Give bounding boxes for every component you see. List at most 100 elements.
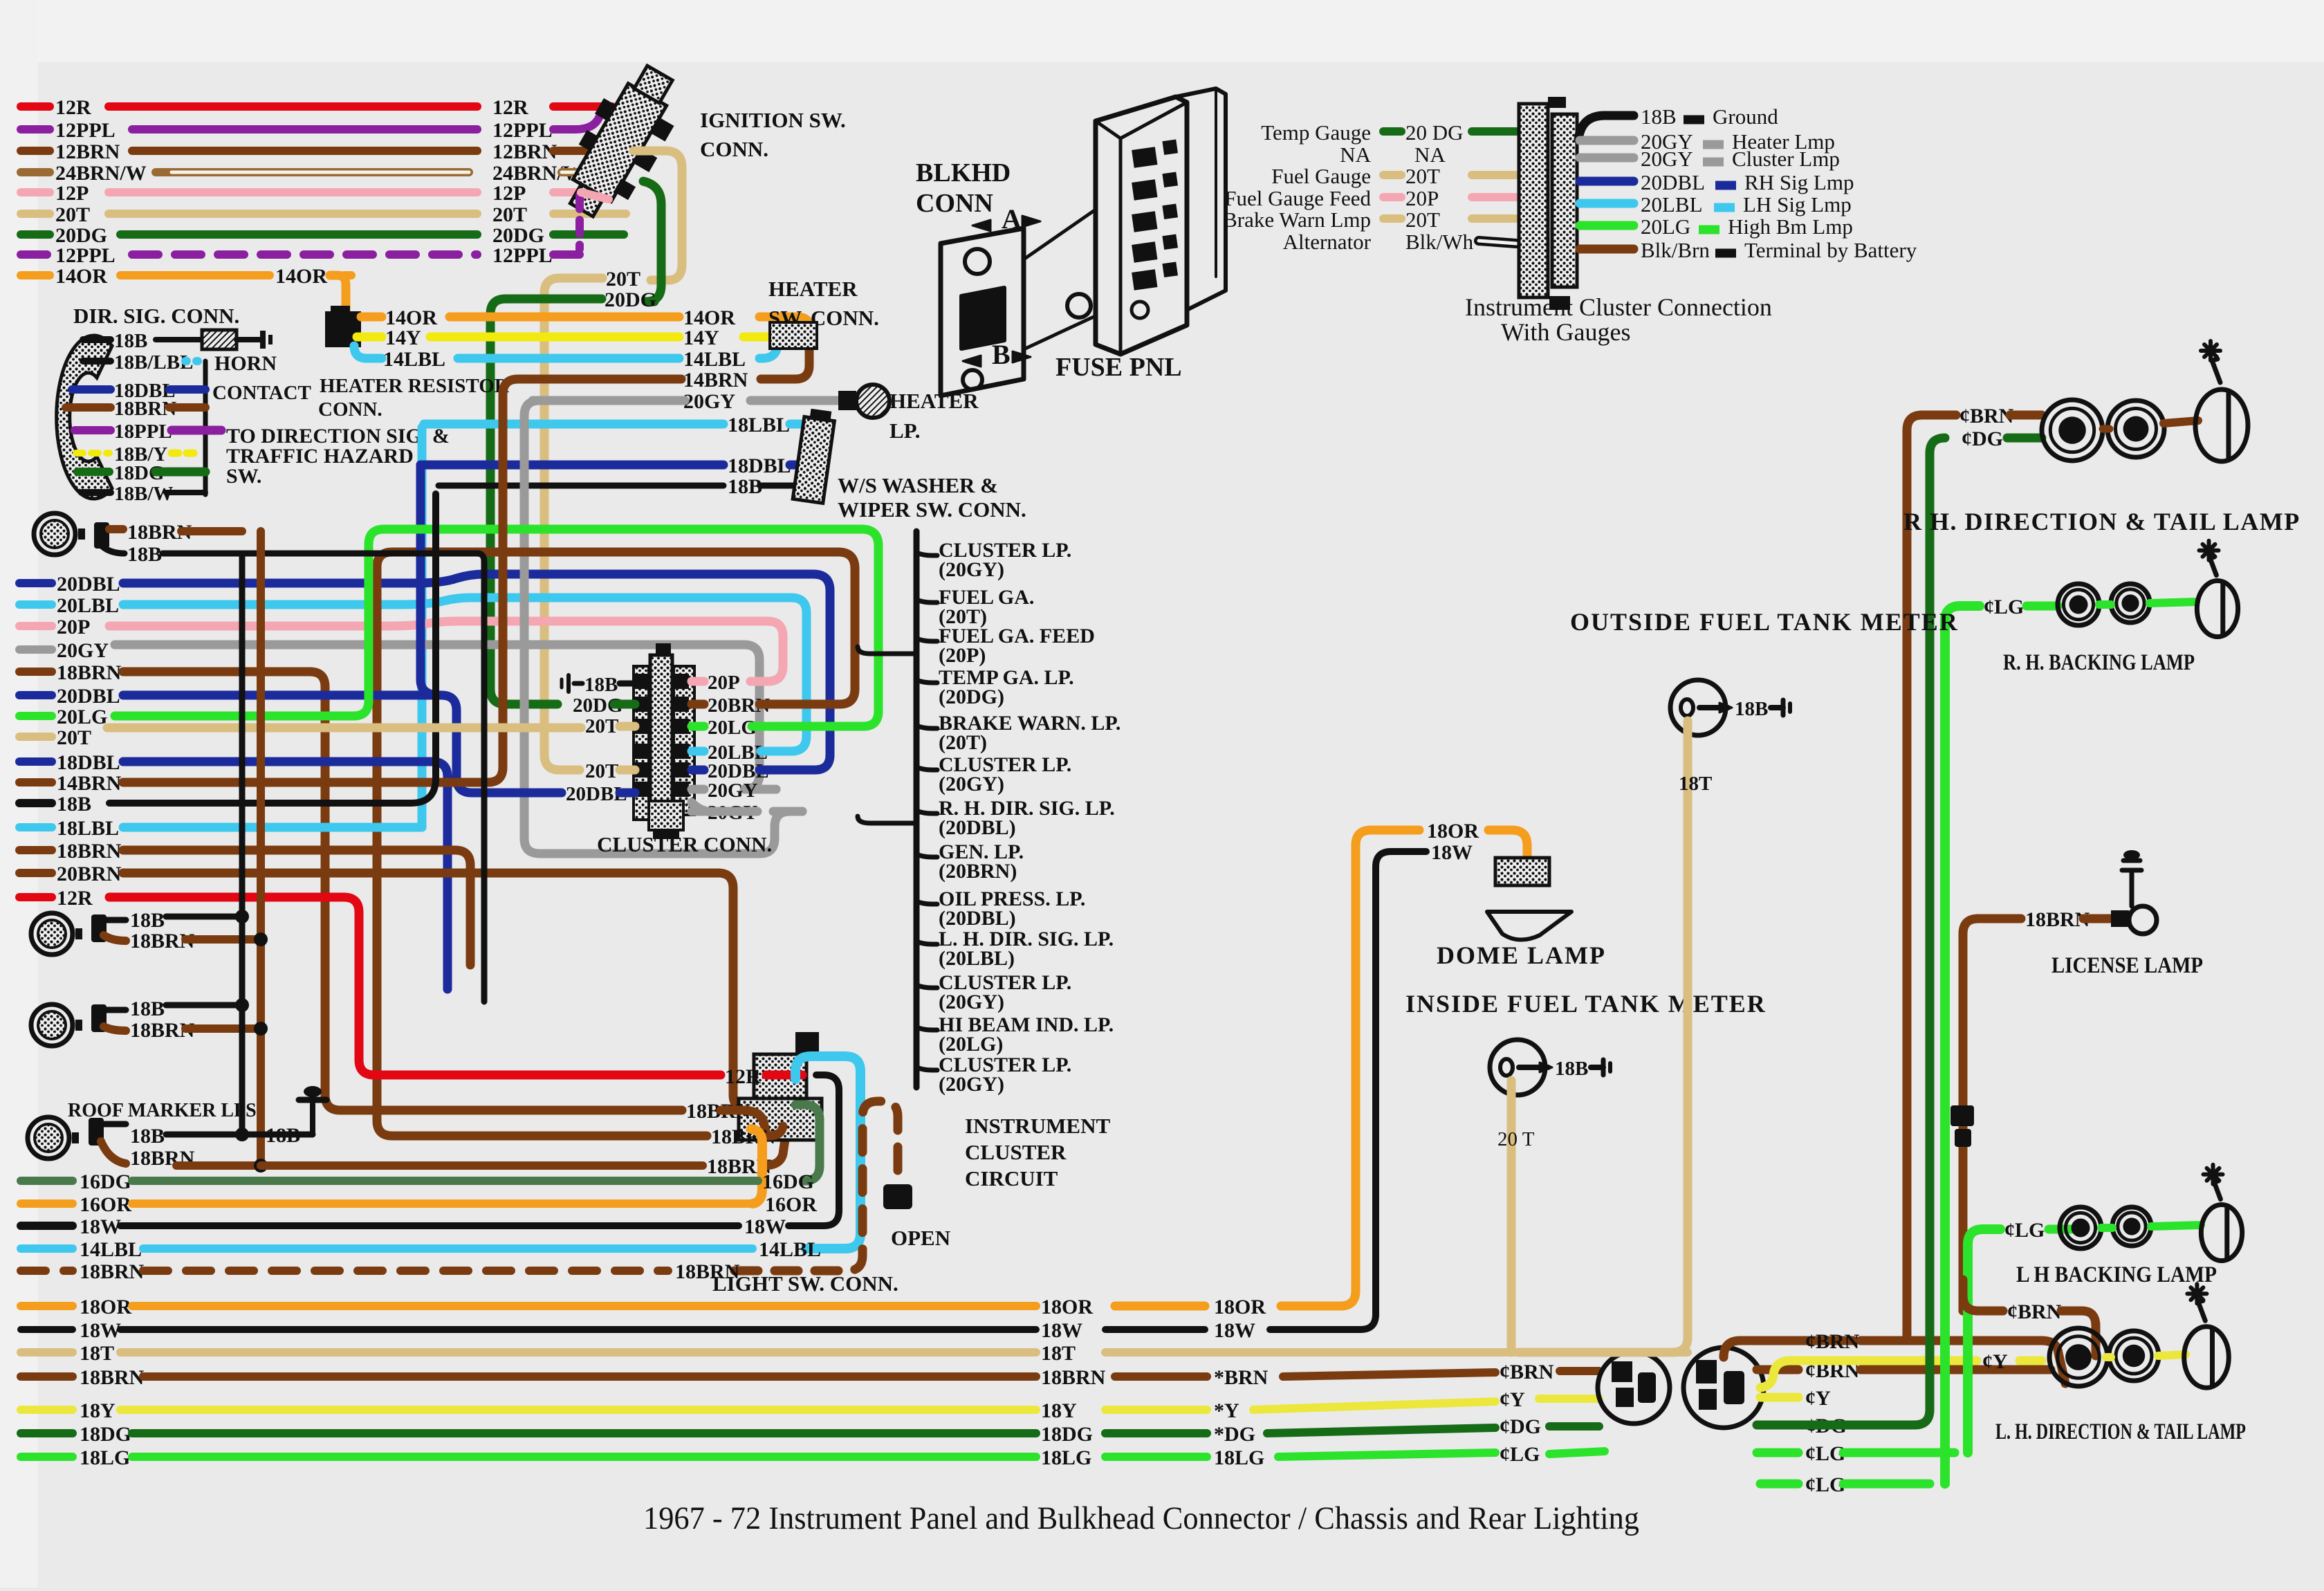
svg-text:HI BEAM IND. LP.: HI BEAM IND. LP.	[939, 1013, 1114, 1036]
svg-text:18B: 18B	[1735, 698, 1768, 720]
svg-text:12PPL: 12PPL	[492, 244, 553, 267]
svg-text:12P: 12P	[492, 182, 526, 205]
svg-text:16DG: 16DG	[762, 1170, 814, 1193]
svg-text:12R: 12R	[725, 1065, 761, 1088]
svg-text:20LBL: 20LBL	[57, 594, 119, 617]
svg-text:OIL PRESS. LP.: OIL PRESS. LP.	[939, 888, 1085, 910]
svg-text:20DG: 20DG	[55, 224, 107, 247]
svg-text:20DBL: 20DBL	[1641, 170, 1705, 194]
svg-text:20 T: 20 T	[1497, 1128, 1535, 1150]
svg-text:IGNITION SW.: IGNITION SW.	[700, 108, 846, 132]
svg-text:20 DG: 20 DG	[1405, 120, 1464, 145]
svg-text:20DG: 20DG	[605, 288, 656, 311]
svg-text:(20DBL): (20DBL)	[939, 816, 1016, 839]
svg-text:18B: 18B	[130, 997, 165, 1020]
svg-text:14OR: 14OR	[385, 306, 437, 329]
svg-text:¢LG: ¢LG	[1984, 596, 2024, 618]
svg-text:12PPL: 12PPL	[492, 119, 553, 142]
svg-text:18B: 18B	[584, 674, 618, 696]
svg-text:Cluster Lmp: Cluster Lmp	[1732, 147, 1840, 171]
svg-text:¢DG: ¢DG	[1500, 1415, 1541, 1438]
svg-text:18T: 18T	[80, 1342, 114, 1365]
svg-text:WIPER SW. CONN.: WIPER SW. CONN.	[838, 497, 1026, 522]
svg-text:¢LG: ¢LG	[2004, 1219, 2045, 1242]
svg-text:12R: 12R	[492, 96, 528, 119]
svg-text:20DBL: 20DBL	[57, 685, 120, 708]
svg-text:TO DIRECTION SIG. &: TO DIRECTION SIG. &	[226, 425, 450, 448]
svg-text:NA: NA	[1340, 142, 1371, 167]
svg-text:OPEN: OPEN	[891, 1226, 950, 1250]
svg-text:18DBL: 18DBL	[114, 380, 176, 402]
svg-text:(20BRN): (20BRN)	[939, 860, 1017, 883]
svg-text:18W: 18W	[1041, 1319, 1082, 1342]
svg-text:(20LBL): (20LBL)	[939, 947, 1015, 970]
svg-text:LICENSE LAMP: LICENSE LAMP	[2051, 953, 2203, 978]
svg-text:12BRN: 12BRN	[55, 140, 120, 163]
svg-text:¢Y: ¢Y	[1805, 1387, 1831, 1410]
svg-text:14BRN: 14BRN	[683, 369, 748, 392]
svg-text:20DG: 20DG	[492, 224, 544, 247]
svg-text:14BRN: 14BRN	[57, 772, 122, 795]
svg-text:18B: 18B	[57, 793, 91, 816]
svg-text:L H BACKING LAMP: L H BACKING LAMP	[2016, 1262, 2217, 1287]
svg-text:16DG: 16DG	[80, 1170, 131, 1193]
svg-text:20BRN: 20BRN	[57, 863, 122, 885]
svg-text:Terminal by Battery: Terminal by Battery	[1744, 238, 1917, 262]
svg-text:14LBL: 14LBL	[383, 348, 445, 371]
svg-text:BRAKE WARN. LP.: BRAKE WARN. LP.	[939, 712, 1120, 735]
svg-text:(20LG): (20LG)	[939, 1033, 1003, 1056]
svg-text:L. H. DIR. SIG. LP.: L. H. DIR. SIG. LP.	[939, 928, 1114, 950]
svg-text:Temp Gauge: Temp Gauge	[1261, 120, 1371, 145]
svg-text:With Gauges: With Gauges	[1501, 318, 1631, 346]
svg-text:20LG: 20LG	[57, 706, 107, 728]
svg-text:R H. DIRECTION & TAIL LAMP: R H. DIRECTION & TAIL LAMP	[1903, 508, 2300, 535]
svg-text:18B/W: 18B/W	[114, 483, 173, 505]
svg-text:18BRN: 18BRN	[1041, 1366, 1106, 1389]
svg-text:18W: 18W	[1214, 1319, 1255, 1342]
svg-text:18B: 18B	[1641, 104, 1677, 129]
svg-text:18LBL: 18LBL	[728, 414, 790, 436]
svg-text:HORN: HORN	[214, 352, 277, 375]
svg-text:16OR: 16OR	[765, 1193, 817, 1216]
svg-text:18W: 18W	[744, 1215, 786, 1238]
svg-text:20P: 20P	[57, 616, 90, 638]
svg-text:20T: 20T	[1405, 164, 1440, 188]
svg-text:R. H. DIR. SIG. LP.: R. H. DIR. SIG. LP.	[939, 797, 1115, 820]
svg-text:20P: 20P	[708, 672, 740, 694]
svg-text:CLUSTER LP.: CLUSTER LP.	[939, 539, 1071, 562]
svg-text:B: B	[992, 339, 1011, 370]
svg-text:GEN. LP.: GEN. LP.	[939, 840, 1024, 863]
svg-text:20T: 20T	[606, 268, 640, 291]
svg-text:14OR: 14OR	[275, 265, 327, 288]
svg-text:FUEL GA.: FUEL GA.	[939, 586, 1034, 609]
svg-text:*Y: *Y	[1214, 1399, 1239, 1422]
svg-text:R. H. BACKING LAMP: R. H. BACKING LAMP	[2003, 650, 2195, 675]
svg-text:LIGHT SW. CONN.: LIGHT SW. CONN.	[712, 1271, 898, 1296]
svg-text:LP.: LP.	[889, 419, 921, 443]
svg-text:14Y: 14Y	[385, 327, 421, 349]
svg-text:¢Y: ¢Y	[1982, 1350, 2008, 1373]
svg-text:Instrument Cluster Connection: Instrument Cluster Connection	[1465, 293, 1772, 321]
svg-text:20T: 20T	[57, 726, 91, 749]
svg-text:¢BRN: ¢BRN	[2007, 1300, 2062, 1323]
svg-text:18W: 18W	[1431, 841, 1473, 864]
svg-text:12P: 12P	[55, 182, 89, 205]
svg-text:W/S WASHER &: W/S WASHER &	[838, 473, 998, 497]
svg-text:18DG: 18DG	[80, 1423, 131, 1446]
svg-text:20GY: 20GY	[708, 780, 758, 802]
svg-text:12PPL: 12PPL	[55, 244, 116, 267]
svg-text:DIR. SIG. CONN.: DIR. SIG. CONN.	[73, 304, 239, 328]
svg-text:18LBL: 18LBL	[57, 817, 119, 840]
svg-text:18BRN: 18BRN	[80, 1260, 145, 1283]
svg-text:FUSE PNL: FUSE PNL	[1055, 353, 1182, 382]
svg-text:INSTRUMENT: INSTRUMENT	[965, 1114, 1110, 1138]
svg-text:Fuel Gauge: Fuel Gauge	[1271, 164, 1371, 188]
svg-text:¢LG: ¢LG	[1805, 1442, 1845, 1465]
svg-text:TEMP GA. LP.: TEMP GA. LP.	[939, 666, 1074, 689]
svg-text:¢BRN: ¢BRN	[1500, 1361, 1554, 1383]
svg-text:¢LG: ¢LG	[1805, 1473, 1845, 1496]
svg-text:Blk/Brn: Blk/Brn	[1641, 238, 1710, 262]
svg-text:14OR: 14OR	[55, 265, 107, 288]
svg-text:18B: 18B	[1555, 1058, 1588, 1080]
svg-text:(20DG): (20DG)	[939, 686, 1004, 708]
